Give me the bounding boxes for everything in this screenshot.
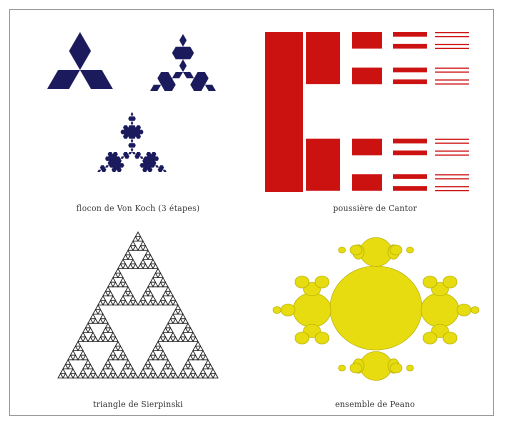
cantor-bar-15 — [435, 32, 469, 33]
sierpinski-caption: triangle de Sierpinski — [28, 400, 248, 409]
cantor-bar-30 — [435, 190, 469, 191]
mandelbrot-set — [273, 238, 479, 381]
koch-snowflake-step-1 — [47, 32, 113, 89]
cantor-bar-10 — [393, 79, 427, 84]
cantor-bar-27 — [435, 174, 469, 175]
koch-snowflake-step-3 — [97, 112, 166, 172]
cantor-bar-19 — [435, 68, 469, 69]
cantor-bar-18 — [435, 48, 469, 49]
koch-snowflake-panel: flocon de Von Koch (3 étapes) — [28, 22, 248, 222]
mandelbrot-panel: ensemble de Peano — [260, 228, 490, 418]
sierpinski-panel: triangle de Sierpinski — [28, 228, 248, 418]
koch-caption: flocon de Von Koch (3 étapes) — [28, 204, 248, 213]
mandelbrot-drawing — [260, 228, 490, 418]
cantor-bar-23 — [435, 139, 469, 140]
cantor-bar-7 — [393, 32, 427, 37]
cantor-bar-3 — [352, 32, 382, 49]
cantor-bar-24 — [435, 143, 469, 144]
cantor-bar-13 — [393, 174, 427, 179]
sierpinski-drawing — [28, 228, 248, 418]
cantor-bar-1 — [306, 32, 340, 84]
cantor-bar-14 — [393, 186, 427, 191]
cantor-bar-16 — [435, 36, 469, 37]
cantor-bar-5 — [352, 139, 382, 156]
sierpinski-triangle — [58, 232, 218, 378]
cantor-bar-12 — [393, 151, 427, 156]
cantor-bar-2 — [306, 139, 340, 191]
cantor-dust-drawing — [260, 22, 490, 222]
cantor-bar-4 — [352, 68, 382, 85]
mandelbrot-caption: ensemble de Peano — [260, 400, 490, 409]
cantor-bar-29 — [435, 186, 469, 187]
koch-snowflake-step-2 — [150, 34, 216, 91]
cantor-bar-8 — [393, 44, 427, 49]
cantor-caption: poussière de Cantor — [260, 204, 490, 213]
cantor-bar-22 — [435, 83, 469, 84]
cantor-bar-17 — [435, 44, 469, 45]
cantor-bar-25 — [435, 151, 469, 152]
cantor-bar-28 — [435, 178, 469, 179]
cantor-bar-0 — [265, 32, 303, 192]
figure-frame: flocon de Von Koch (3 étapes) poussière … — [9, 9, 494, 416]
koch-snowflake-drawing — [28, 22, 248, 222]
cantor-bar-9 — [393, 68, 427, 73]
cantor-bar-11 — [393, 139, 427, 144]
cantor-bar-26 — [435, 155, 469, 156]
cantor-dust-panel: poussière de Cantor — [260, 22, 490, 222]
cantor-bar-21 — [435, 79, 469, 80]
cantor-bar-20 — [435, 72, 469, 73]
cantor-bar-6 — [352, 174, 382, 191]
